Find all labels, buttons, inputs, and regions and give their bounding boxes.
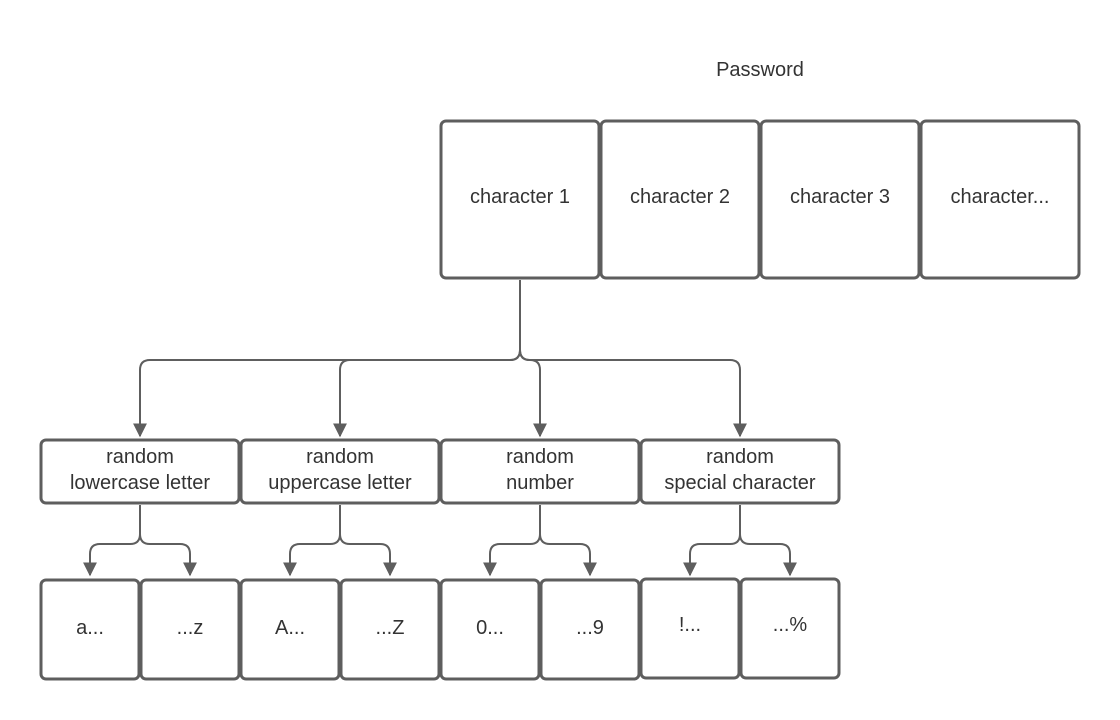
range-row: a... ...z A... ...Z 0... ...9 !... ...% bbox=[39, 577, 841, 681]
range-label: ...Z bbox=[376, 617, 405, 639]
generator-label-line-2: lowercase letter bbox=[70, 472, 210, 494]
connector-uppercase bbox=[333, 280, 521, 438]
range-box: ...Z bbox=[339, 578, 441, 681]
range-label: ...% bbox=[773, 614, 808, 636]
character-box-3: character 3 bbox=[759, 119, 921, 280]
generator-special: random special character bbox=[639, 438, 841, 505]
connector-range-start bbox=[683, 505, 741, 577]
range-label: !... bbox=[679, 614, 701, 636]
character-box-more: character... bbox=[919, 119, 1081, 280]
character-label: character 2 bbox=[630, 186, 730, 208]
connector-range-start bbox=[483, 505, 541, 577]
generator-label-line-2: uppercase letter bbox=[268, 472, 412, 494]
range-box: !... bbox=[639, 577, 741, 680]
generator-row: random lowercase letter random uppercase… bbox=[39, 438, 841, 505]
connector-range-end bbox=[139, 505, 197, 577]
range-box: a... bbox=[39, 578, 141, 681]
character-row: character 1 character 2 character 3 char… bbox=[439, 119, 1081, 280]
connector-special bbox=[519, 280, 747, 438]
connector-lowercase bbox=[133, 280, 521, 438]
range-connectors bbox=[83, 505, 797, 577]
generator-number: random number bbox=[439, 438, 641, 505]
range-label: a... bbox=[76, 617, 104, 639]
character-label: character 1 bbox=[470, 186, 570, 208]
range-label: ...9 bbox=[576, 617, 604, 639]
range-box: A... bbox=[239, 578, 341, 681]
generator-label-line-1: random bbox=[306, 446, 374, 468]
generator-label-line-2: number bbox=[506, 472, 574, 494]
connector-range-end bbox=[539, 505, 597, 577]
generator-label-line-2: special character bbox=[664, 472, 816, 494]
connector-range-start bbox=[83, 505, 141, 577]
character-box-1: character 1 bbox=[439, 119, 601, 280]
range-label: A... bbox=[275, 617, 305, 639]
range-box: ...z bbox=[139, 578, 241, 681]
generator-lowercase: random lowercase letter bbox=[39, 438, 241, 505]
generator-label-line-1: random bbox=[506, 446, 574, 468]
range-label: ...z bbox=[177, 617, 204, 639]
range-box: 0... bbox=[439, 578, 541, 681]
range-box: ...9 bbox=[539, 578, 641, 681]
range-label: 0... bbox=[476, 617, 504, 639]
connector-range-end bbox=[339, 505, 397, 577]
character-box-2: character 2 bbox=[599, 119, 761, 280]
character-label: character... bbox=[951, 186, 1050, 208]
character-label: character 3 bbox=[790, 186, 890, 208]
connector-range-end bbox=[739, 505, 797, 577]
range-box: ...% bbox=[739, 577, 841, 680]
branch-connectors bbox=[133, 280, 747, 438]
generator-label-line-1: random bbox=[106, 446, 174, 468]
connector-range-start bbox=[283, 505, 341, 577]
generator-uppercase: random uppercase letter bbox=[239, 438, 441, 505]
generator-label-line-1: random bbox=[706, 446, 774, 468]
diagram-title: Password bbox=[716, 59, 804, 81]
